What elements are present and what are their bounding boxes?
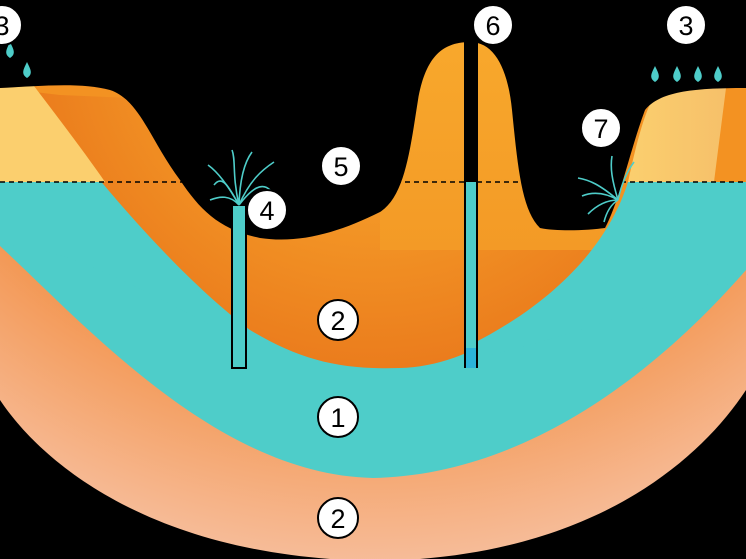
label-recharge-right: 3 xyxy=(665,4,707,46)
label-artesian-spring: 7 xyxy=(580,107,622,149)
confined-aquifer-left-outcrop xyxy=(0,182,240,340)
svg-text:4: 4 xyxy=(259,196,274,226)
svg-text:7: 7 xyxy=(593,114,608,144)
label-impermeable-lower: 2 xyxy=(317,497,359,539)
fountain-spray xyxy=(207,149,275,206)
sky-left-basin xyxy=(110,0,470,240)
rain-drops-left xyxy=(6,42,31,78)
svg-text:3: 3 xyxy=(678,11,693,41)
center-hill xyxy=(380,42,620,250)
recharge-zone-right xyxy=(628,87,726,182)
svg-text:3: 3 xyxy=(0,11,10,41)
label-artesian-well: 4 xyxy=(246,189,288,231)
artesian-spring xyxy=(577,155,635,223)
water-drop-icon xyxy=(673,66,681,82)
artesian-well xyxy=(207,149,275,369)
label-water-table: 5 xyxy=(320,145,362,187)
label-recharge-left: 3 xyxy=(0,4,23,46)
svg-text:6: 6 xyxy=(485,11,500,41)
svg-text:5: 5 xyxy=(333,152,348,182)
rain-drops-right xyxy=(651,66,722,82)
water-drop-icon xyxy=(23,62,31,78)
confined-aquifer-right-outcrop xyxy=(470,182,746,360)
label-confined-aquifer: 1 xyxy=(317,396,359,438)
label-non-flowing-well: 6 xyxy=(472,4,514,46)
non-flowing-well xyxy=(464,42,478,368)
recharge-zone-left xyxy=(0,86,105,182)
water-drop-icon xyxy=(694,66,702,82)
label-impermeable-upper: 2 xyxy=(317,299,359,341)
water-drop-icon xyxy=(714,66,722,82)
svg-text:1: 1 xyxy=(330,403,345,433)
svg-text:2: 2 xyxy=(330,504,345,534)
svg-text:2: 2 xyxy=(330,306,345,336)
water-drop-icon xyxy=(6,42,14,58)
water-drop-icon xyxy=(651,66,659,82)
